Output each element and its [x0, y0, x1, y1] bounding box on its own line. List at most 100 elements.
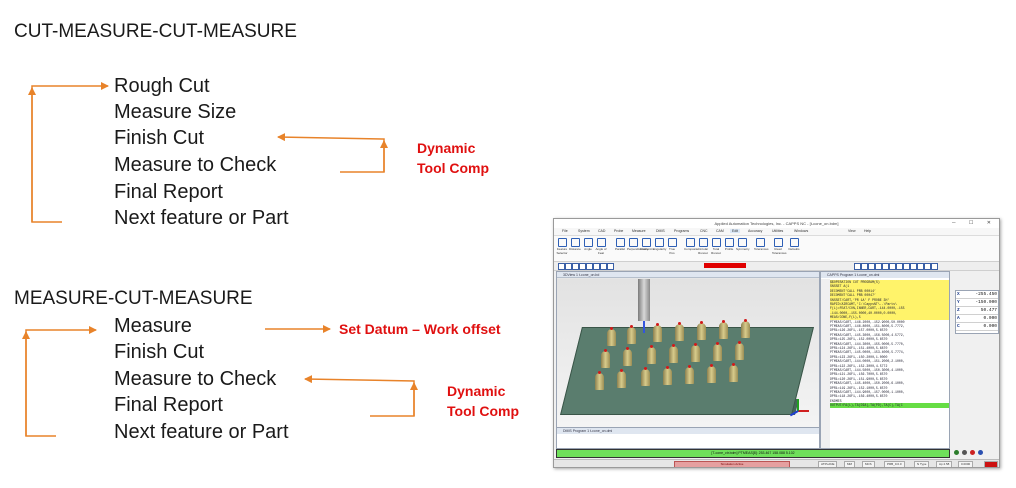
code-line[interactable]: DECOMENT’CALL PRB 00014’	[830, 288, 949, 294]
ribbon-tool-read-tolerances[interactable]: Read Tolerances	[772, 238, 787, 255]
toolbar-icon[interactable]	[889, 263, 896, 270]
code-line[interactable]: PTMEAS/CART,-144.5000,-150.3000,4.1000,	[830, 368, 905, 372]
menu-dmis[interactable]: DMIS	[656, 229, 665, 233]
menu-file[interactable]: File	[562, 229, 568, 233]
code-line[interactable]: PTMEAS/CART,-144.3000,-155.0000,5.7770,	[830, 341, 905, 346]
code-line[interactable]: PTMEAS/CART,-144.9000,-157.0000,1.1000,	[830, 390, 905, 394]
ribbon-tool-symmetry[interactable]: Symmetry	[736, 238, 750, 251]
ribbon-tool-total-runout[interactable]: Total Runout	[710, 238, 722, 255]
status-probe: PRB_0.0.0	[884, 461, 905, 467]
menu-cad[interactable]: CAD	[598, 229, 606, 233]
toolbar-icon[interactable]	[861, 263, 868, 270]
toolbar-icon[interactable]	[558, 263, 565, 270]
code-line[interactable]: OUTPUT/FA(L),TA(DIA),TA(PD),TA(C),TA(C	[830, 403, 949, 408]
cone-part	[707, 364, 716, 383]
ribbon-tool-parallel[interactable]: Parallel	[614, 238, 626, 251]
code-line[interactable]: F(L)=FEAT/CON,INNER,CART,-144.0000,-155	[830, 306, 949, 311]
code-line[interactable]: PTMEAS/CART,-146.8000,-151.8000,5.7772,	[830, 324, 905, 328]
ribbon-tool-perpendicularity[interactable]: Perpendicularity	[627, 238, 649, 251]
ribbon-tool-defaults[interactable]: Defaults	[788, 238, 800, 251]
menu-help[interactable]: Help	[864, 229, 872, 233]
toolbar-icon[interactable]	[917, 263, 924, 270]
code-line[interactable]: DPR1=126.26F1,-157.0000,5.6570	[830, 328, 888, 333]
toolbar-icon[interactable]	[607, 263, 614, 270]
toolbar-icon[interactable]	[910, 263, 917, 270]
program-editor[interactable]: CAPPS Program 1 t-cone_on.dmi $$OPERATIO…	[820, 271, 950, 449]
code-line[interactable]: PTMEAS/CART,-145.3000,-156.5000,4.5772,	[830, 332, 905, 337]
toolbar-icon[interactable]	[579, 263, 586, 270]
menu-accuracy[interactable]: Accuracy	[748, 229, 763, 233]
code-line[interactable]: DPR1=123.26F1,-150.2000,1.0000	[830, 354, 888, 359]
code-line[interactable]: DPR1=122.26F1,-152.3000,4.5772	[830, 363, 888, 368]
code-line[interactable]: $$OPERATION CUT PROGRAM(S)	[830, 280, 949, 285]
toolbar-icon[interactable]	[875, 263, 882, 270]
menu-view[interactable]: View	[848, 229, 856, 233]
program-title: CAPPS Program 1 t-cone_on.dmi	[821, 272, 949, 278]
code-line[interactable]: DPR1=124.26F1,-151.4000,5.6870	[830, 346, 888, 350]
toolbar-icon[interactable]	[565, 263, 572, 270]
ribbon-tool-feature-selector[interactable]: Feature Selector	[556, 238, 568, 255]
code-line[interactable]: MEAS/CONE,F(L),5	[830, 315, 949, 320]
ribbon-tool-true-pos[interactable]: True Pos	[666, 238, 678, 255]
ribbon-tool-composite[interactable]: Composite	[684, 238, 698, 251]
total-runout-icon	[711, 238, 721, 247]
menu-measure[interactable]: Measure	[632, 229, 646, 233]
toolbar-icon[interactable]	[924, 263, 931, 270]
code-line[interactable]: SNSSET A(1	[830, 284, 949, 289]
toolbar-icon[interactable]	[882, 263, 889, 270]
code-line[interactable]: DPR1=118.26F1,-156.4000,5.6570	[830, 394, 888, 399]
menu-cnc[interactable]: CNC	[700, 229, 708, 233]
code-line[interactable]: DPR1=119.26F1,-152.1000,5.6570	[830, 385, 888, 390]
menu-edit[interactable]: Edit	[730, 229, 741, 233]
ribbon-tool-angle-of-feat[interactable]: Angle of Feat	[595, 238, 607, 255]
code-line[interactable]: PTMEAS/CART,-144.0000,-151.2000,2.1000,	[830, 359, 905, 364]
ribbon-tool-angularity[interactable]: Angularity	[653, 238, 666, 251]
toolbar-icon[interactable]	[931, 263, 938, 270]
help-icon[interactable]	[978, 450, 983, 455]
ribbon-tool-distance[interactable]: Distance	[569, 238, 581, 251]
ribbon-tool-circular-runout[interactable]: Circular Runout	[697, 238, 709, 255]
window-controls[interactable]: ─ ☐ ✕	[952, 220, 997, 226]
toolbar-icon[interactable]	[903, 263, 910, 270]
ribbon-tool-concentric[interactable]: Concentric	[640, 238, 654, 251]
angle-icon	[583, 238, 593, 247]
loop-arrow-1	[31, 82, 109, 223]
menu-utilities[interactable]: Utilities	[772, 229, 784, 233]
toolbar-icon[interactable]	[586, 263, 593, 270]
code-line[interactable]: DPR1=121.26F1,-156.7000,5.6570	[830, 372, 888, 377]
ribbon-tool-tolerances[interactable]: Tolerances	[754, 238, 769, 251]
dmis-program-panel[interactable]: DMIS Program 1 t-cone_on.dmi	[556, 427, 820, 449]
code-line[interactable]: PTMEAS/CART,-146.2000,-152.9000,50.0000	[830, 319, 905, 324]
status-coord-system: MCS	[862, 461, 875, 467]
stop-icon[interactable]	[970, 450, 975, 455]
code-line[interactable]: DPR1=120.26F1,-151.9000,5.6570	[830, 376, 888, 381]
code-line[interactable]: DECOMENT’CALL PRB 00047’	[830, 293, 949, 298]
menu-probe[interactable]: Probe	[614, 229, 624, 233]
viewport-scene[interactable]	[557, 279, 819, 427]
toolbar-icon[interactable]	[572, 263, 579, 270]
code-line[interactable]: PTMEAS/CART,-145.4000,-150.2000,6.1000,	[830, 381, 905, 386]
3d-viewport[interactable]: 3DView 1 t-cone_on.bd	[556, 271, 820, 428]
toolbar-icon[interactable]	[854, 263, 861, 270]
menu-programs[interactable]: Programs	[674, 229, 690, 233]
code-line[interactable]: DPR1=125.26F1,-152.0000,5.6570	[830, 337, 888, 342]
menu-cam[interactable]: CAM	[716, 229, 724, 233]
code-line[interactable]: ENDMES	[830, 398, 842, 403]
menu-windows[interactable]: Windows	[794, 229, 809, 233]
code-line[interactable]: PTMEAS/CART,-145.0000,-153.4000,5.7774,	[830, 350, 905, 355]
menu-system[interactable]: System	[578, 229, 590, 233]
code-line[interactable]: SNSSET/CART,’PR 1A’ F PROBE 3H’	[830, 297, 949, 302]
ok-icon[interactable]	[954, 450, 959, 455]
ribbon-tool-angle[interactable]: Angle	[582, 238, 594, 251]
toolbar-icon[interactable]	[896, 263, 903, 270]
cone-part	[617, 369, 626, 388]
toolbar-icon[interactable]	[600, 263, 607, 270]
cone-part	[697, 321, 706, 340]
ribbon-tool-profile[interactable]: Profile	[723, 238, 735, 251]
code-line[interactable]: RAPID/AIRCAMT,’C:\CappsNT\..\Parts\	[830, 302, 949, 307]
info-icon[interactable]	[962, 450, 967, 455]
code-line[interactable]: -144.0000,-155.0000,40.0000,0.0000,	[830, 310, 949, 316]
toolbar-icon[interactable]	[593, 263, 600, 270]
toolbar-icon[interactable]	[868, 263, 875, 270]
